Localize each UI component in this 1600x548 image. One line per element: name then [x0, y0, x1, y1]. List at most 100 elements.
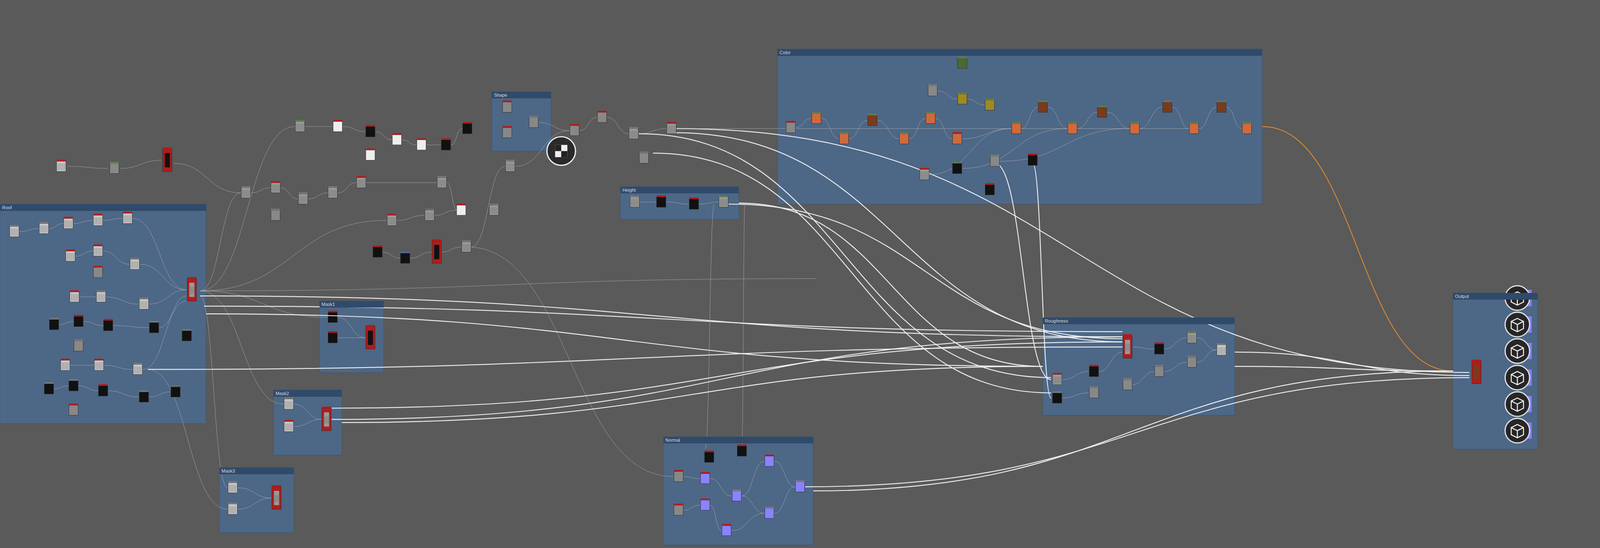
thumbnail-header — [957, 92, 967, 95]
thumbnail-header — [63, 216, 73, 219]
wire — [705, 204, 715, 450]
output-icon — [1505, 365, 1532, 390]
thumbnail-body — [502, 127, 512, 138]
frame-fill — [491, 91, 551, 151]
wire — [173, 163, 241, 193]
thumbnail-header — [795, 480, 805, 482]
thumbnail-body — [674, 505, 684, 515]
thumbnail-body — [365, 326, 375, 350]
thumbnail-header — [96, 290, 106, 293]
thumbnail-header — [187, 277, 197, 279]
wire — [147, 369, 228, 509]
thumbnail-body — [502, 102, 512, 113]
thumbnail-texture — [300, 195, 307, 203]
thumbnail-header — [416, 138, 426, 140]
graph-node-thumbnail — [416, 138, 426, 150]
thumbnail-header — [1027, 153, 1038, 156]
graph-node-thumbnail — [630, 195, 640, 208]
thumbnail-body — [103, 320, 113, 331]
thumbnail-texture — [285, 400, 293, 408]
thumbnail-header — [365, 325, 375, 327]
thumbnail-header — [241, 186, 251, 188]
thumbnail-header — [44, 382, 54, 384]
thumbnail-header — [1216, 343, 1226, 345]
graph-node-thumbnail — [63, 216, 73, 229]
wire — [83, 321, 104, 326]
thumbnail-texture — [1188, 334, 1195, 342]
frame-header: Height — [620, 186, 739, 194]
thumbnail-texture — [329, 189, 336, 197]
frame-fill — [1452, 292, 1538, 450]
frame-box: Normal — [663, 436, 814, 545]
thumbnail-texture — [297, 123, 304, 131]
graph-node-thumbnail — [1089, 386, 1099, 398]
frame-header: Output — [1452, 292, 1538, 300]
thumbnail-texture — [95, 362, 103, 370]
thumbnail-header — [70, 290, 80, 293]
thumbnail-header — [674, 503, 684, 505]
wire — [699, 202, 719, 205]
graph-node-thumbnail — [899, 132, 909, 144]
graph-node-thumbnail — [182, 329, 192, 341]
thumbnail-header — [737, 444, 747, 446]
wire — [200, 220, 387, 291]
graph-node-thumbnail — [284, 420, 294, 432]
graph-node-thumbnail — [133, 362, 143, 375]
graph-node-thumbnail — [639, 151, 649, 164]
frame-header: Normal — [663, 436, 814, 444]
thumbnail-header — [462, 122, 473, 124]
thumbnail-body — [1097, 107, 1107, 118]
graph-node-thumbnail — [170, 385, 180, 397]
graph-node-thumbnail — [1216, 100, 1226, 113]
thumbnail-header — [94, 358, 104, 361]
thumbnail-body — [1187, 332, 1197, 343]
graph-node-thumbnail — [700, 498, 710, 510]
thumbnail-body — [700, 500, 710, 510]
wires — [19, 90, 1470, 531]
graph-node-thumbnail — [1122, 377, 1133, 390]
thumbnail-body — [718, 197, 728, 208]
wire — [795, 118, 812, 128]
graph-node-thumbnail — [489, 203, 499, 216]
thumbnail-body — [1162, 102, 1173, 113]
wire — [342, 126, 366, 132]
connector — [738, 202, 1043, 367]
thumbnail-body — [957, 93, 967, 104]
wire — [1197, 350, 1217, 363]
wire — [741, 461, 765, 496]
graph-node-thumbnail — [1089, 364, 1099, 377]
graph-node-thumbnail — [365, 325, 375, 350]
graph-node-thumbnail — [1097, 105, 1107, 118]
thumbnail-header — [1067, 122, 1078, 124]
frame-header: Mask1 — [319, 300, 384, 308]
wire — [159, 295, 187, 328]
wire — [73, 220, 93, 224]
graph-node-thumbnail — [957, 92, 967, 105]
frame-box: Mask1 — [319, 300, 384, 373]
thumbnail-header — [1089, 364, 1099, 367]
output-icons — [1505, 285, 1532, 443]
thumbnail-body — [227, 482, 238, 493]
graph-nodes — [9, 56, 1481, 536]
thumbnail-header — [93, 244, 103, 246]
thumbnail-preview — [367, 330, 373, 345]
graph-node-thumbnail — [56, 159, 66, 172]
wire — [683, 505, 700, 510]
frame-fill — [663, 436, 814, 545]
output-icon — [1505, 418, 1532, 443]
cube-glyph — [1511, 424, 1524, 438]
output-icon — [1505, 338, 1532, 364]
thumbnail-header — [689, 197, 699, 200]
wire — [638, 201, 657, 203]
thumbnail-body — [60, 360, 70, 370]
thumbnail-header — [392, 133, 402, 135]
thumbnail-body — [689, 199, 699, 210]
graph-node-thumbnail — [629, 127, 639, 139]
thumbnail-body — [990, 156, 1000, 167]
thumbnail-body — [327, 332, 338, 343]
graph-node-thumbnail — [187, 277, 197, 302]
thumbnail-texture — [71, 293, 78, 301]
thumbnail-body — [295, 121, 305, 132]
graph-node-thumbnail — [98, 384, 108, 396]
graph-node-thumbnail — [93, 213, 103, 226]
